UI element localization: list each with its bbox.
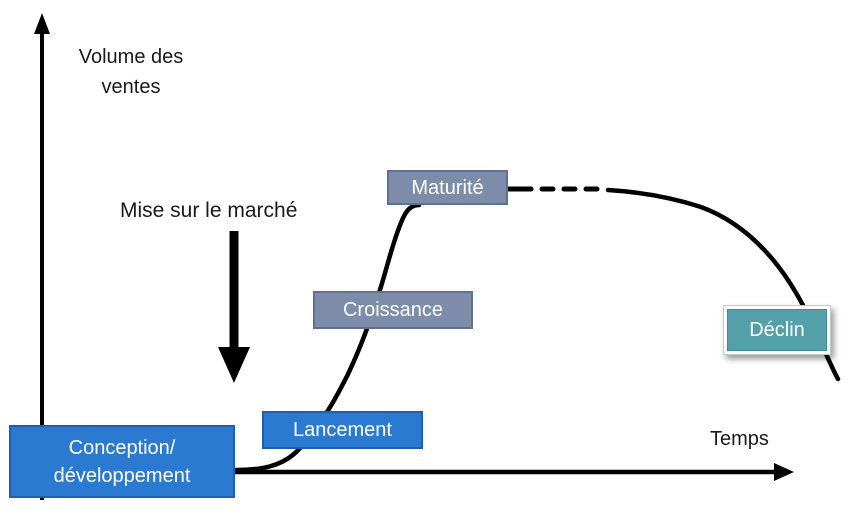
growth-curve (233, 202, 422, 473)
stage-box-lancement: Lancement (262, 411, 423, 449)
stage-box-declin-frame: Déclin (723, 305, 831, 355)
x-axis-label: Temps (710, 428, 769, 450)
stage-box-conception: Conception/ développement (9, 425, 235, 498)
x-axis-arrowhead (774, 463, 794, 481)
market-launch-arrowhead (218, 347, 250, 383)
y-axis-label: Volume des ventes (78, 46, 184, 98)
stage-box-maturite: Maturité (387, 170, 508, 205)
stage-box-declin: Déclin (727, 309, 827, 351)
stage-box-croissance: Croissance (313, 291, 473, 329)
market-launch-label: Mise sur le marché (120, 199, 298, 222)
y-axis-arrowhead (34, 13, 50, 34)
